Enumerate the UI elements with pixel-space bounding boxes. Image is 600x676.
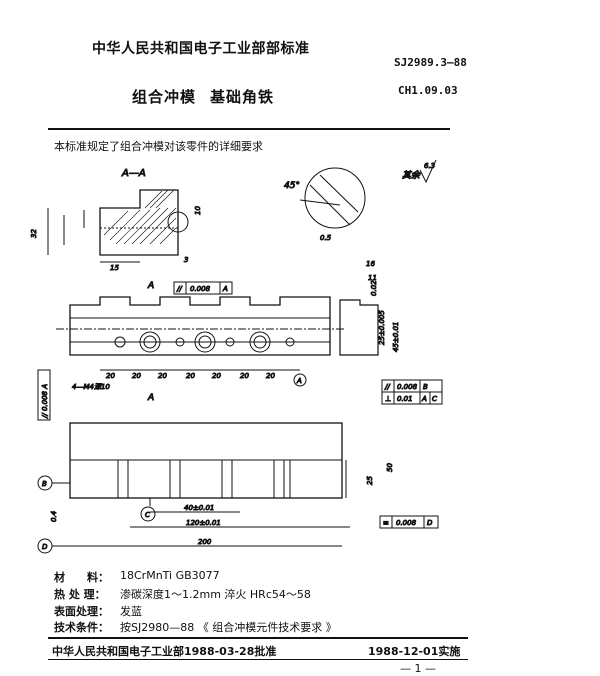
standard-code: SJ2989.3—88 <box>394 56 467 69</box>
org-name: 中华人民共和国电子工业部部标准 <box>92 41 310 57</box>
svg-text:B: B <box>423 383 428 391</box>
svg-text:6.3: 6.3 <box>424 162 435 170</box>
svg-text:// 0.008 A: // 0.008 A <box>41 384 49 419</box>
spec-label-heat: 热 处 理： <box>54 588 106 601</box>
svg-text:50: 50 <box>386 463 394 472</box>
svg-text:0.008: 0.008 <box>396 519 417 527</box>
svg-text:15: 15 <box>110 264 119 272</box>
svg-text:16: 16 <box>366 260 375 268</box>
svg-text:0.4: 0.4 <box>50 511 58 522</box>
svg-text:20: 20 <box>240 372 249 380</box>
svg-text:11: 11 <box>368 274 377 282</box>
svg-text:20: 20 <box>186 372 195 380</box>
detail-circle <box>167 211 189 233</box>
svg-text:C: C <box>145 511 150 519</box>
svg-text:0.02: 0.02 <box>370 280 378 296</box>
section-outline <box>99 189 179 256</box>
spec-label-material: 材 料： <box>54 571 109 584</box>
spec-value-surface: 发蓝 <box>120 605 142 618</box>
footer-rule-top <box>48 637 468 639</box>
svg-text:B: B <box>42 480 47 488</box>
svg-text:A: A <box>147 281 154 291</box>
svg-text:4—M4深10: 4—M4深10 <box>72 383 110 391</box>
svg-text:≡: ≡ <box>383 519 389 527</box>
svg-text://: // <box>176 285 182 293</box>
svg-text:A: A <box>296 377 302 385</box>
title-right: 基础角铁 <box>210 88 275 106</box>
header-rule <box>48 128 450 130</box>
front-view-outline <box>69 296 331 356</box>
svg-text:A: A <box>222 285 228 293</box>
page-number: — 1 — <box>400 662 436 675</box>
svg-text:其余: 其余 <box>402 170 421 181</box>
svg-text:20: 20 <box>106 372 115 380</box>
implement-text: 1988-12-01实施 <box>368 645 461 658</box>
svg-text:0.008: 0.008 <box>190 285 211 293</box>
spec-value-material: 18CrMnTi GB3077 <box>120 569 220 582</box>
svg-text:A: A <box>147 393 154 403</box>
spec-value-tech: 按SJ2980—88 《 组合冲模元件技术要求 》 <box>120 621 337 634</box>
approval-text: 中华人民共和国电子工业部1988-03-28批准 <box>52 645 277 658</box>
chamfer-detail-circle <box>304 167 366 229</box>
title-left: 组合冲模 <box>132 88 197 106</box>
spec-label-surface: 表面处理： <box>54 605 109 618</box>
svg-text:0.5: 0.5 <box>320 234 332 242</box>
svg-text:D: D <box>42 543 48 551</box>
svg-text:⊥: ⊥ <box>385 395 391 403</box>
svg-text:120±0.01: 120±0.01 <box>186 519 221 527</box>
svg-text:D: D <box>427 519 433 527</box>
spec-value-heat: 渗碳深度1～1.2mm 淬火 HRc54～58 <box>120 588 311 601</box>
svg-text:45°: 45° <box>284 181 300 191</box>
part-code: CH1.09.03 <box>398 84 458 97</box>
svg-text:25: 25 <box>366 476 374 485</box>
svg-text:0.008: 0.008 <box>397 383 418 391</box>
svg-text:20: 20 <box>158 372 167 380</box>
spec-label-tech: 技术条件： <box>54 621 109 634</box>
svg-text:A: A <box>421 395 427 403</box>
svg-text:32: 32 <box>30 229 38 238</box>
svg-text:0.01: 0.01 <box>397 395 413 403</box>
svg-text:200: 200 <box>198 538 212 546</box>
section-label: A—A <box>121 168 146 179</box>
svg-text:20: 20 <box>132 372 141 380</box>
svg-text:20: 20 <box>212 372 221 380</box>
svg-text:20: 20 <box>266 372 275 380</box>
svg-text:10: 10 <box>194 206 202 215</box>
svg-text:40±0.01: 40±0.01 <box>184 504 214 512</box>
intro-text: 本标准规定了组合冲模对该零件的详细要求 <box>54 140 263 153</box>
svg-text://: // <box>384 383 390 391</box>
svg-text:45±0.01: 45±0.01 <box>392 322 400 352</box>
svg-text:25±0.005: 25±0.005 <box>378 310 386 345</box>
svg-text:C: C <box>432 395 437 403</box>
footer-rule-bottom <box>48 659 468 660</box>
side-view-outline <box>339 299 379 356</box>
svg-text:3: 3 <box>184 256 188 264</box>
